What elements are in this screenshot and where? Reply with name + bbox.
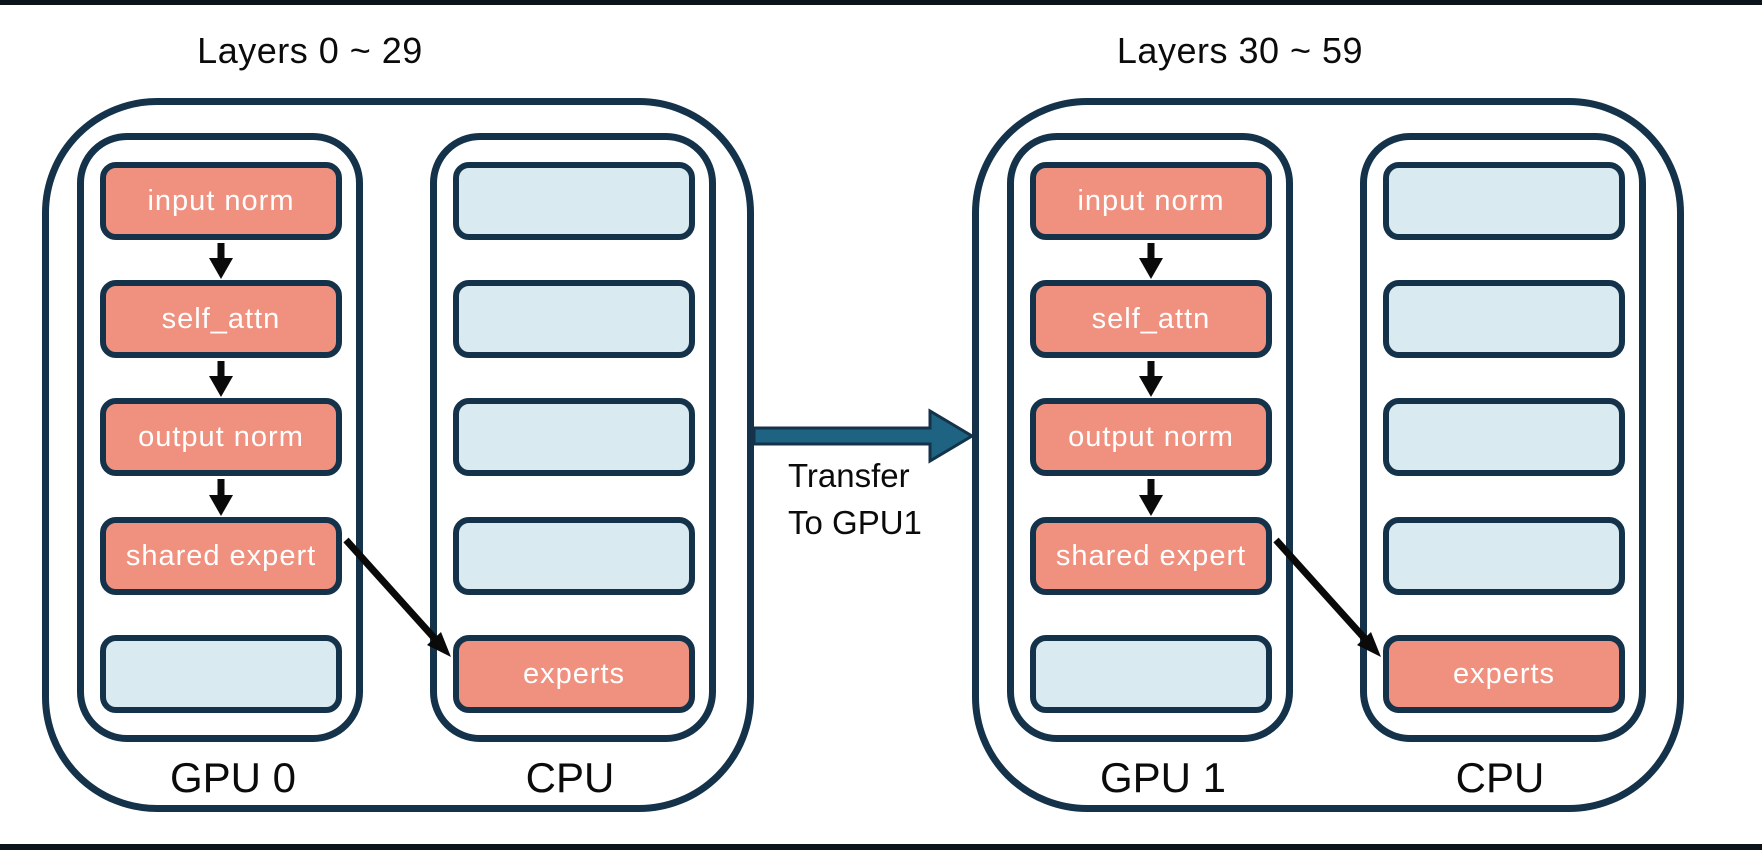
layer-box-empty-slot (1030, 635, 1272, 713)
group-layers-30-59: Layers 30 ~ 59 input norm self_attn outp… (930, 0, 1690, 850)
cpu-slot-box (453, 280, 695, 358)
group-title: Layers 30 ~ 59 (1116, 30, 1364, 71)
cpu-slot-box (453, 398, 695, 476)
cpu-slot-box (453, 162, 695, 240)
layer-box-shared-expert: shared expert (1030, 517, 1272, 595)
cpu-label: CPU (1455, 754, 1545, 801)
layer-box-experts: experts (453, 635, 695, 713)
layer-box-empty-slot (100, 635, 342, 713)
cpu-slot-box (1383, 162, 1625, 240)
layer-box-input-norm: input norm (1030, 162, 1272, 240)
layer-box-shared-expert: shared expert (100, 517, 342, 595)
bottom-edge-bar (0, 844, 1762, 850)
cpu-slot-box (453, 517, 695, 595)
gpu-label: GPU 0 (169, 754, 297, 801)
layer-box-label: output norm (1068, 420, 1234, 453)
layer-box-output-norm: output norm (100, 398, 342, 476)
transfer-label-line2: To GPU1 (788, 504, 922, 541)
cpu-slot-box (1383, 398, 1625, 476)
cpu-slot-box (1383, 280, 1625, 358)
layer-box-label: input norm (147, 184, 295, 217)
layer-box-label: input norm (1077, 184, 1225, 217)
layer-box-label: shared expert (1055, 539, 1247, 572)
cpu-label: CPU (525, 754, 615, 801)
layer-box-output-norm: output norm (1030, 398, 1272, 476)
cpu-slot-box (1383, 517, 1625, 595)
layer-box-label: shared expert (125, 539, 317, 572)
transfer-label: Transfer To GPU1 (788, 452, 1008, 546)
layer-box-label: self_attn (161, 302, 281, 335)
layer-box-label: experts (522, 657, 626, 690)
layer-box-label: self_attn (1091, 302, 1211, 335)
layer-box-label: experts (1452, 657, 1556, 690)
layer-box-input-norm: input norm (100, 162, 342, 240)
layer-box-self-attn: self_attn (1030, 280, 1272, 358)
group-layers-0-29: Layers 0 ~ 29 input norm self_attn outpu… (0, 0, 760, 850)
gpu-label: GPU 1 (1099, 754, 1227, 801)
transfer-label-line1: Transfer (788, 457, 910, 494)
group-title: Layers 0 ~ 29 (197, 30, 423, 71)
layer-box-experts: experts (1383, 635, 1625, 713)
layer-box-self-attn: self_attn (100, 280, 342, 358)
layer-box-label: output norm (138, 420, 304, 453)
transfer-arrow-icon (752, 408, 975, 464)
top-edge-bar (0, 0, 1762, 5)
